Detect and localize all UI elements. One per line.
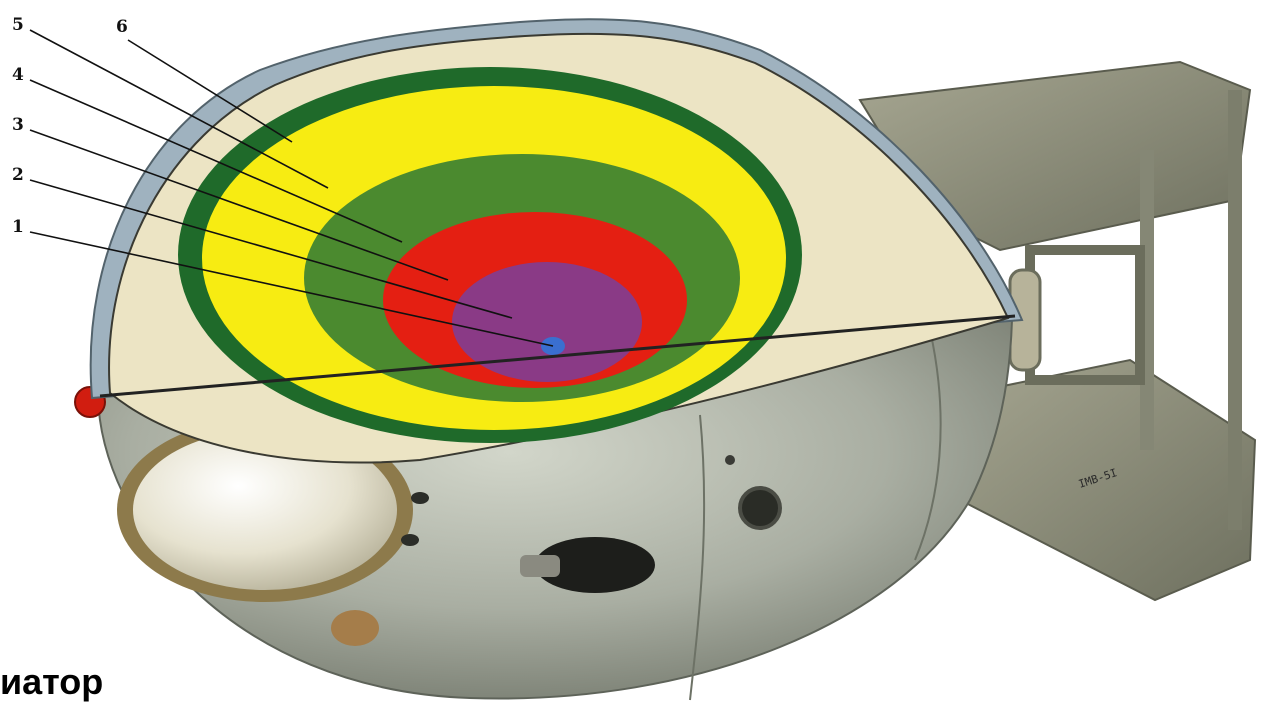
layer-label-2: 2	[12, 165, 24, 185]
caption-text: иатор	[0, 664, 103, 700]
layer-label-5: 5	[12, 15, 24, 35]
tail-strut-2	[1228, 90, 1242, 530]
casing-vent	[401, 534, 419, 546]
layer-label-1: 1	[12, 217, 24, 237]
layer-label-3: 3	[12, 115, 24, 135]
casing-bolt	[725, 455, 735, 465]
casing-hatch	[740, 488, 780, 528]
casing-plate	[331, 610, 379, 646]
casing-vent	[411, 492, 429, 504]
layer-label-4: 4	[12, 65, 24, 85]
layer-label-6: 6	[116, 17, 128, 37]
